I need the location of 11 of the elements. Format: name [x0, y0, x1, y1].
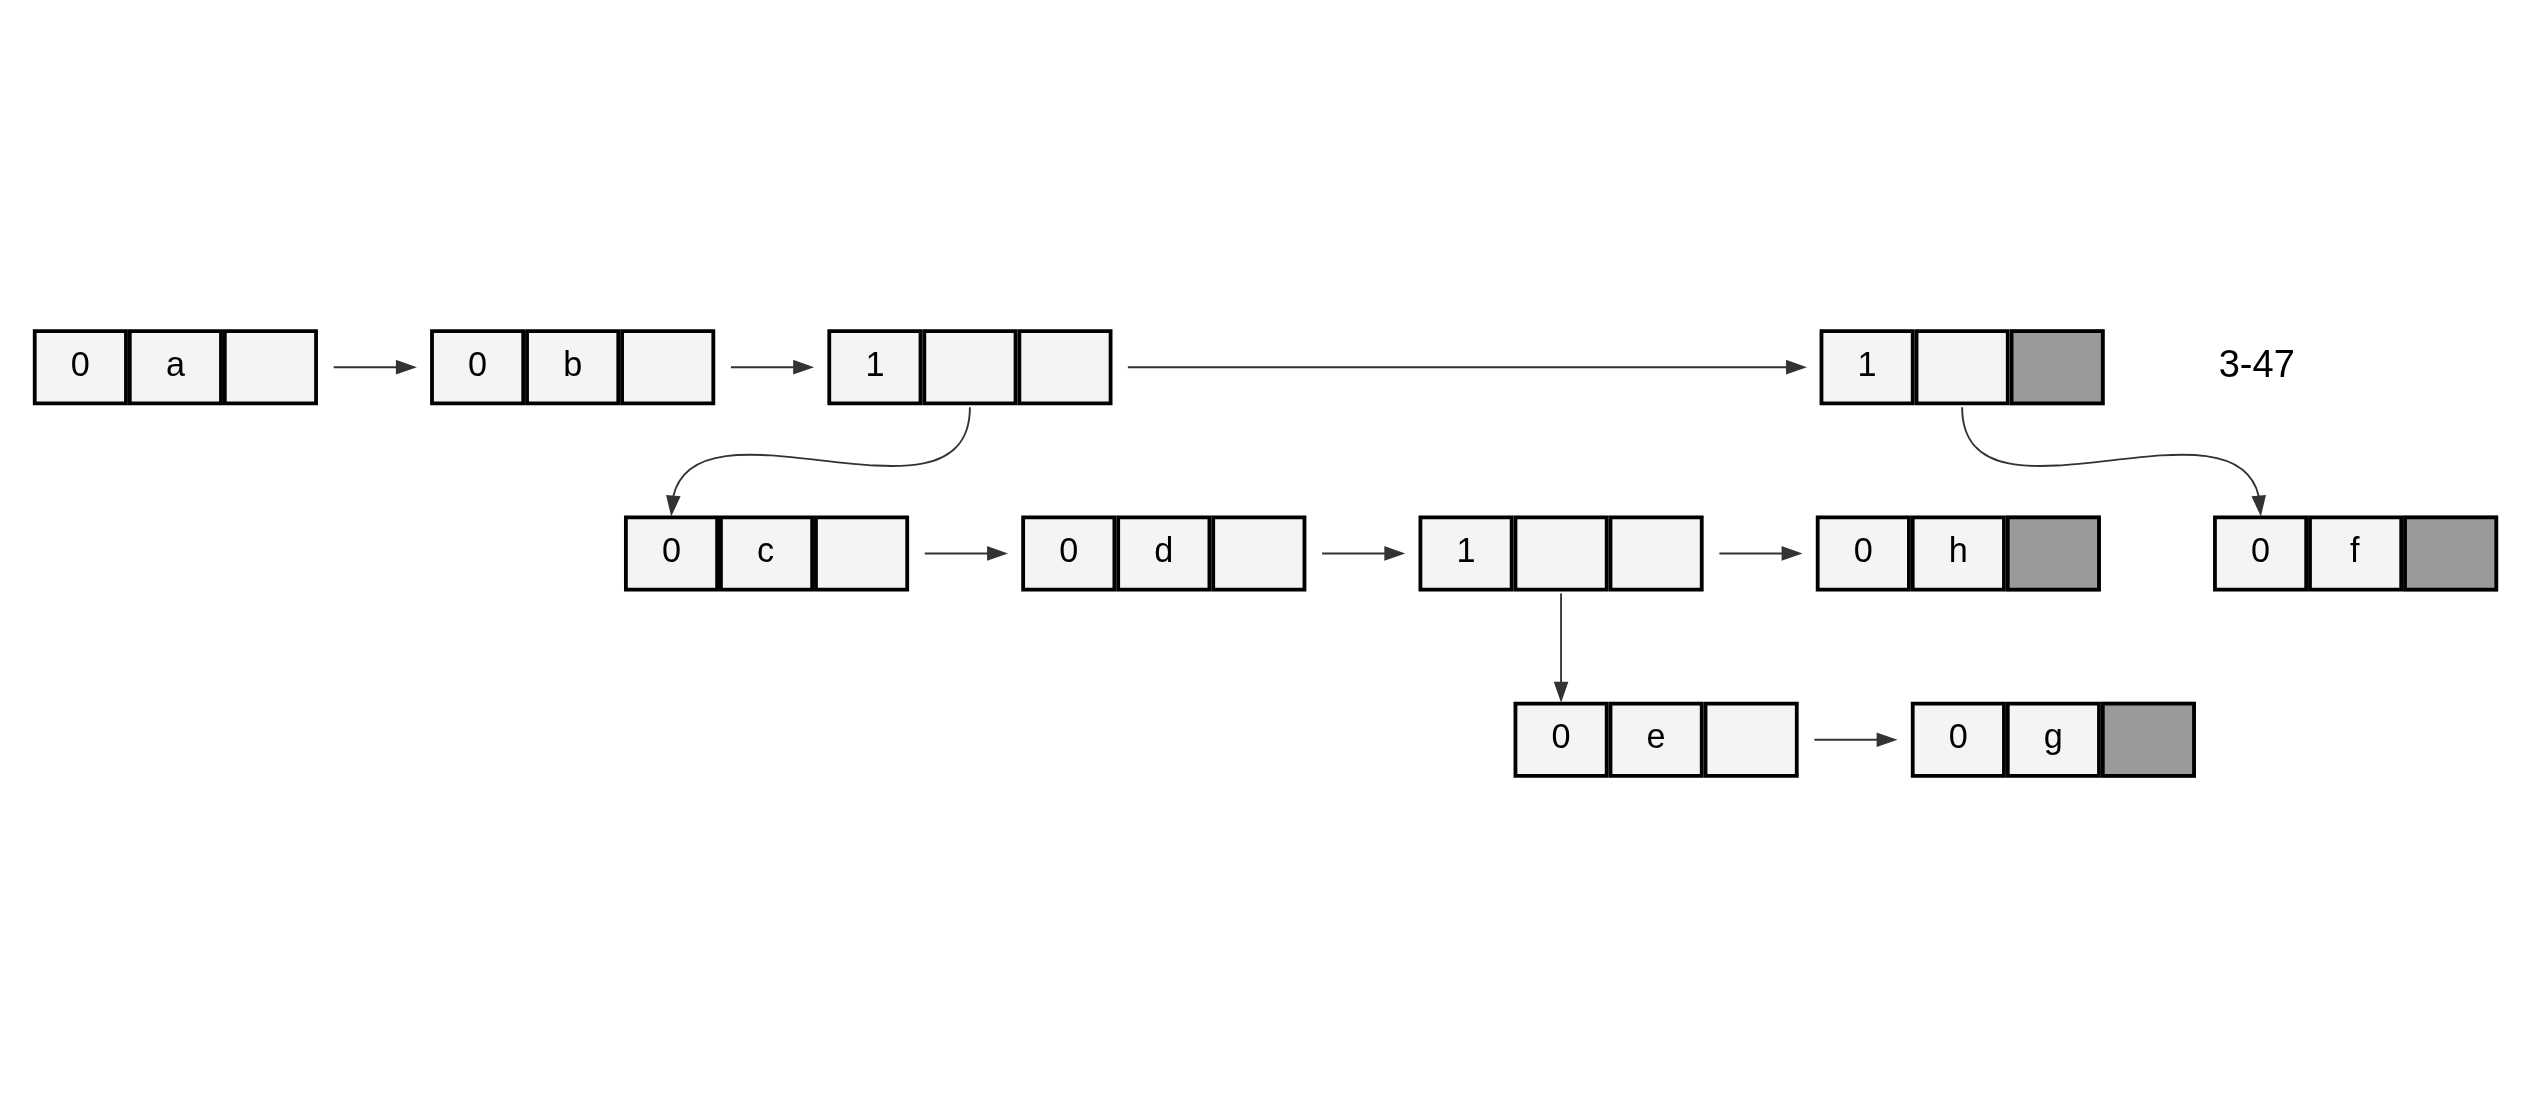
arrow: [1126, 359, 1807, 375]
arrow: [1718, 546, 1803, 561]
arrow: [332, 359, 417, 375]
arrow: [1321, 546, 1406, 561]
arrow: [1961, 406, 2267, 517]
arrow: [1553, 592, 1569, 703]
arrow: [1813, 732, 1898, 748]
label: 3-47: [2218, 342, 2295, 385]
arrow: [730, 359, 815, 375]
arrow: [666, 406, 971, 517]
arrow: [923, 546, 1008, 561]
